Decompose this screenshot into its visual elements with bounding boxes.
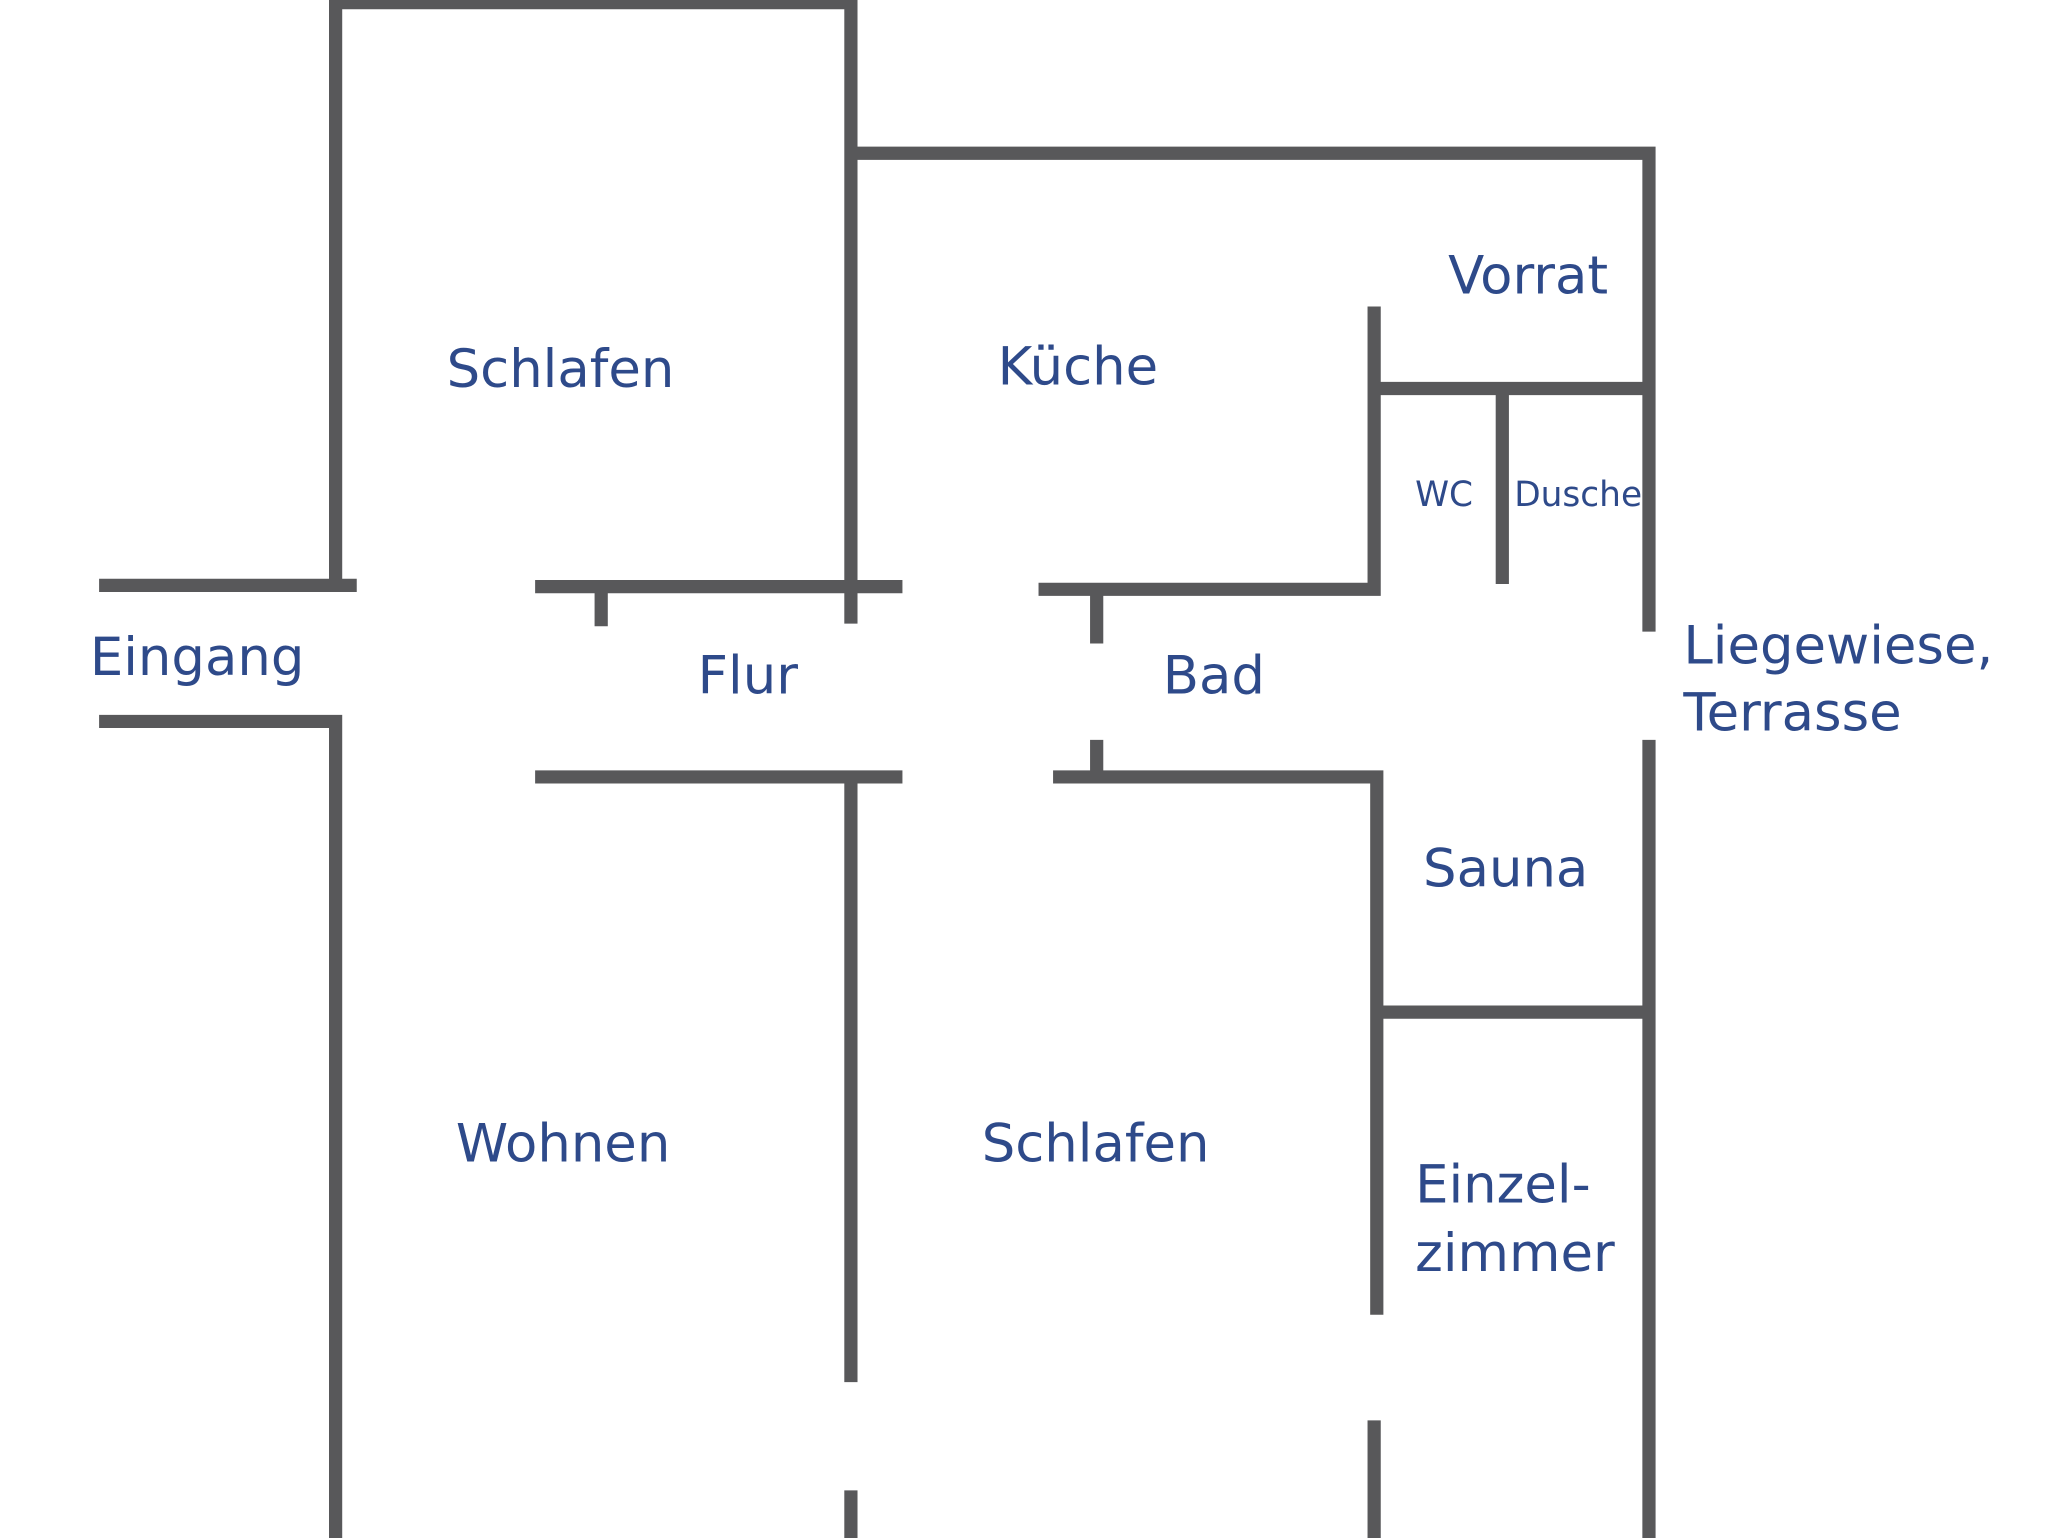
room-label-kueche: Küche xyxy=(998,336,1159,397)
room-label-einzelzimmer-1: Einzel- xyxy=(1415,1154,1591,1215)
room-label-wc: WC xyxy=(1415,475,1473,515)
room-label-schlafen-2: Schlafen xyxy=(982,1113,1210,1174)
room-label-schlafen: Schlafen xyxy=(447,339,675,400)
room-label-liegewiese: Liegewiese, xyxy=(1683,615,1993,676)
walls xyxy=(99,0,1656,1538)
room-label-eingang: Eingang xyxy=(90,627,305,688)
room-label-vorrat: Vorrat xyxy=(1448,245,1608,306)
room-label-terrasse: Terrasse xyxy=(1682,683,1901,744)
room-label-bad: Bad xyxy=(1163,646,1265,707)
room-label-einzelzimmer-2: zimmer xyxy=(1415,1223,1615,1284)
room-label-sauna: Sauna xyxy=(1423,839,1588,900)
room-label-wohnen: Wohnen xyxy=(456,1113,670,1174)
room-label-dusche: Dusche xyxy=(1514,475,1642,515)
room-label-flur: Flur xyxy=(698,646,799,707)
